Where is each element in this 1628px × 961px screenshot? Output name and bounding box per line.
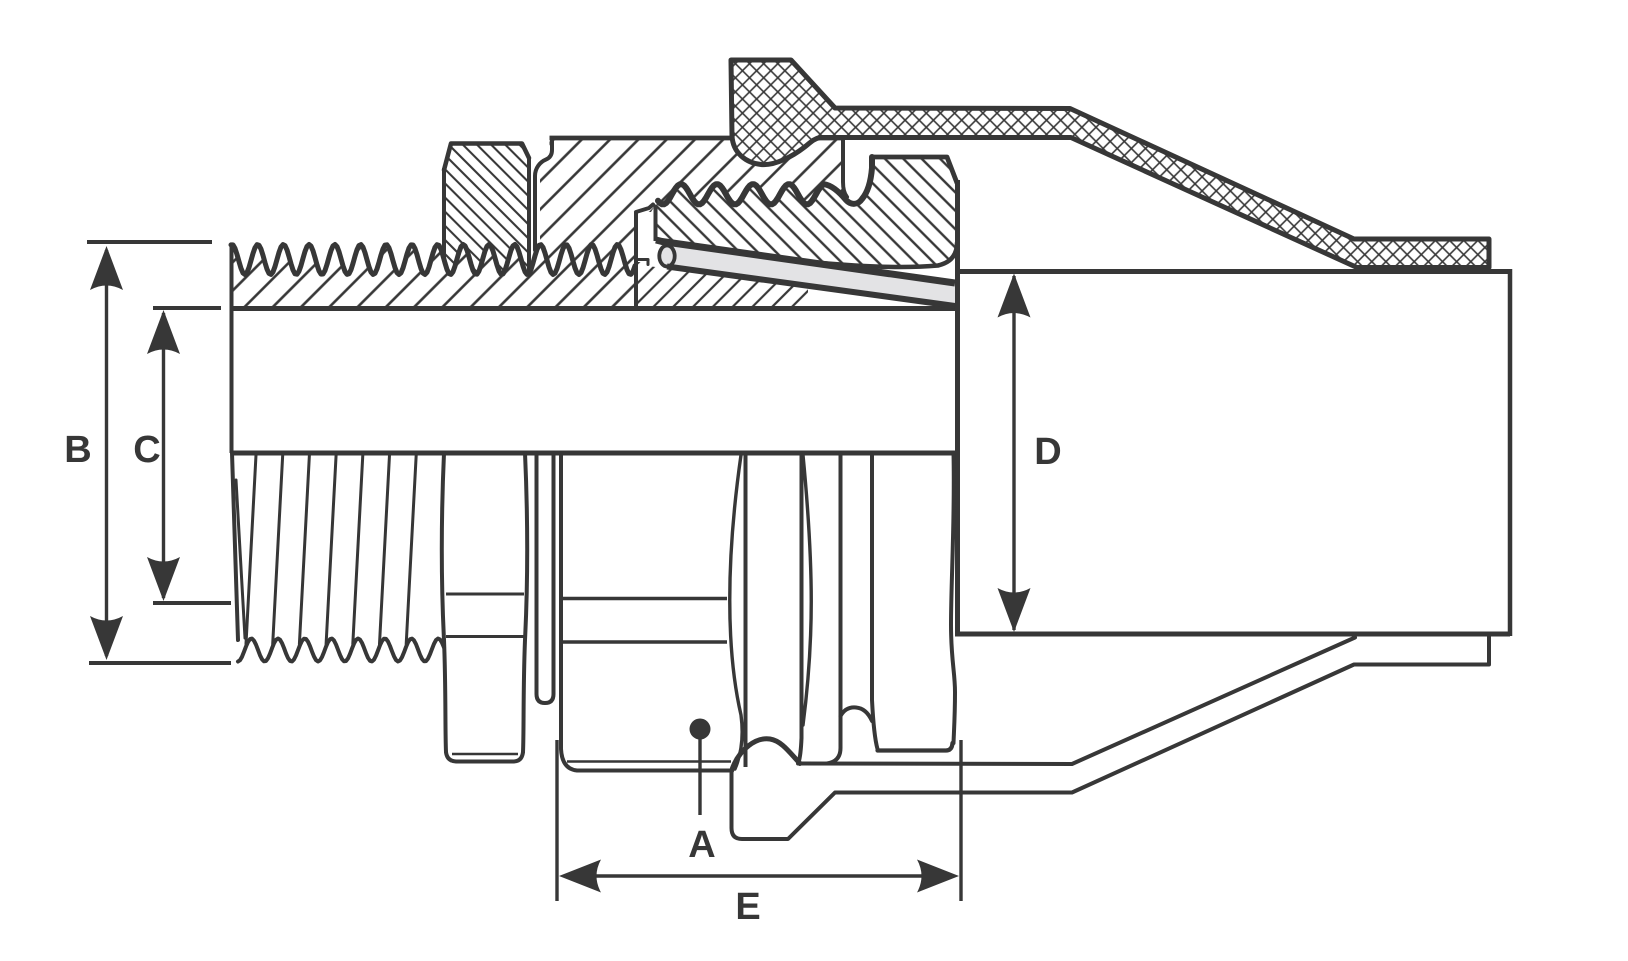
svg-text:B: B	[64, 429, 91, 471]
svg-text:A: A	[688, 824, 715, 866]
svg-text:C: C	[133, 429, 160, 471]
svg-text:D: D	[1034, 431, 1061, 473]
svg-text:E: E	[735, 886, 760, 928]
